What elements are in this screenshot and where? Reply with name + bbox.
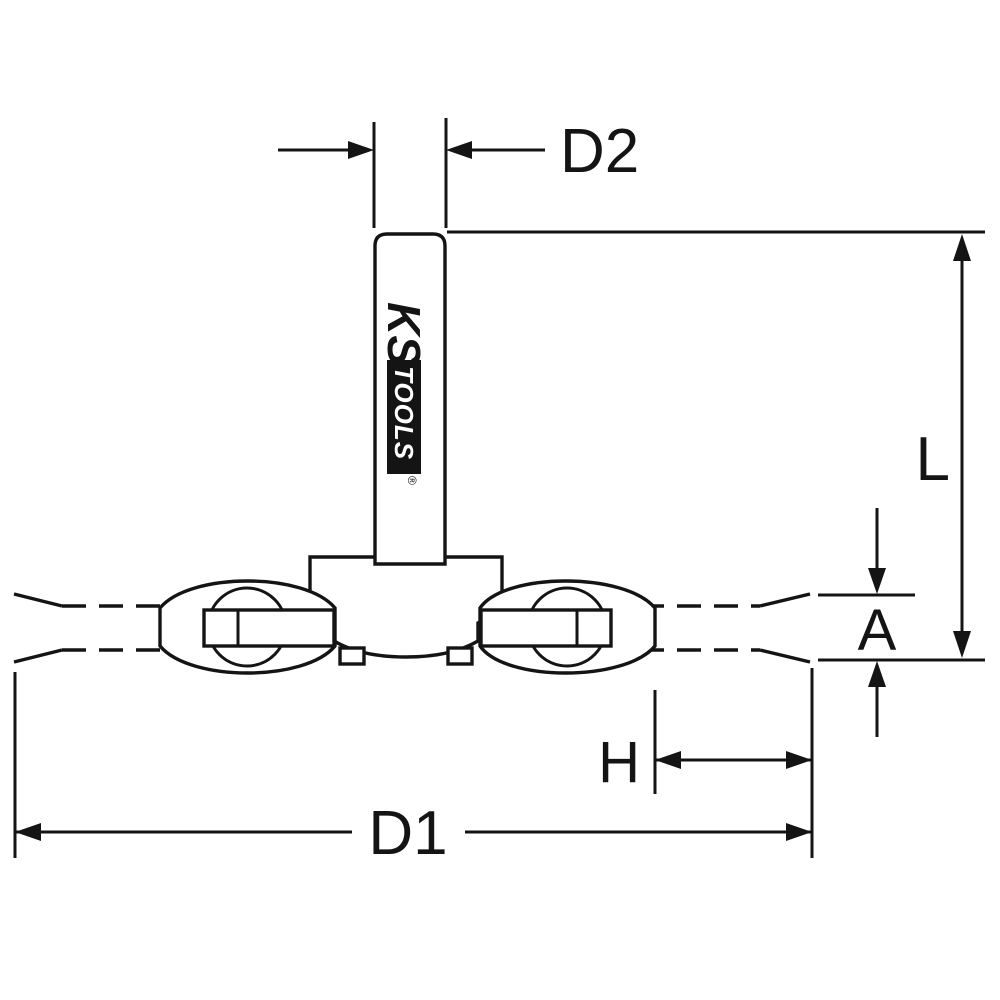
body-left-tab [338,646,366,666]
rod-left-flare-bottom [13,648,63,664]
rod-left-flare-top [13,592,63,608]
rod-right-flare-bottom [759,648,811,664]
logo-registered-mark: ® [405,476,419,485]
right-clamp-slot [479,608,613,648]
l-arrowhead-up [953,234,971,261]
d2-arrowhead-left-pointing [446,141,472,159]
h-arrowhead-left [655,751,681,769]
h-arrowhead-right [786,751,812,769]
h-label: H [598,730,640,795]
a-arrowhead-down [868,568,886,594]
d1-arrowhead-left [15,823,41,841]
d2-label: D2 [560,117,639,186]
l-arrowhead-down [953,631,971,658]
l-label: L [916,425,950,494]
dimension-a: A [818,508,915,737]
rod-right-flare-top [759,592,811,608]
dimension-h: H [598,690,812,795]
rod [13,592,811,664]
dimension-l: L [447,230,985,662]
d1-label: D1 [368,799,447,868]
ks-tools-logo: KS TOOLS ® [378,302,430,485]
d2-arrowhead-right-pointing [348,141,374,159]
body-right-tab [446,646,474,666]
logo-tools-box [387,360,421,474]
a-label: A [858,598,897,663]
left-clamp-slot [202,608,336,648]
logo-tools-text: TOOLS [389,366,419,460]
a-arrowhead-up [868,661,886,687]
tool-body [308,555,504,659]
d1-arrowhead-right [786,823,812,841]
right-clamp [478,579,657,675]
dimension-d2: D2 [278,117,639,228]
logo-ks-text: KS [378,302,430,366]
dimension-d1: D1 [13,668,814,868]
left-clamp [158,579,337,675]
